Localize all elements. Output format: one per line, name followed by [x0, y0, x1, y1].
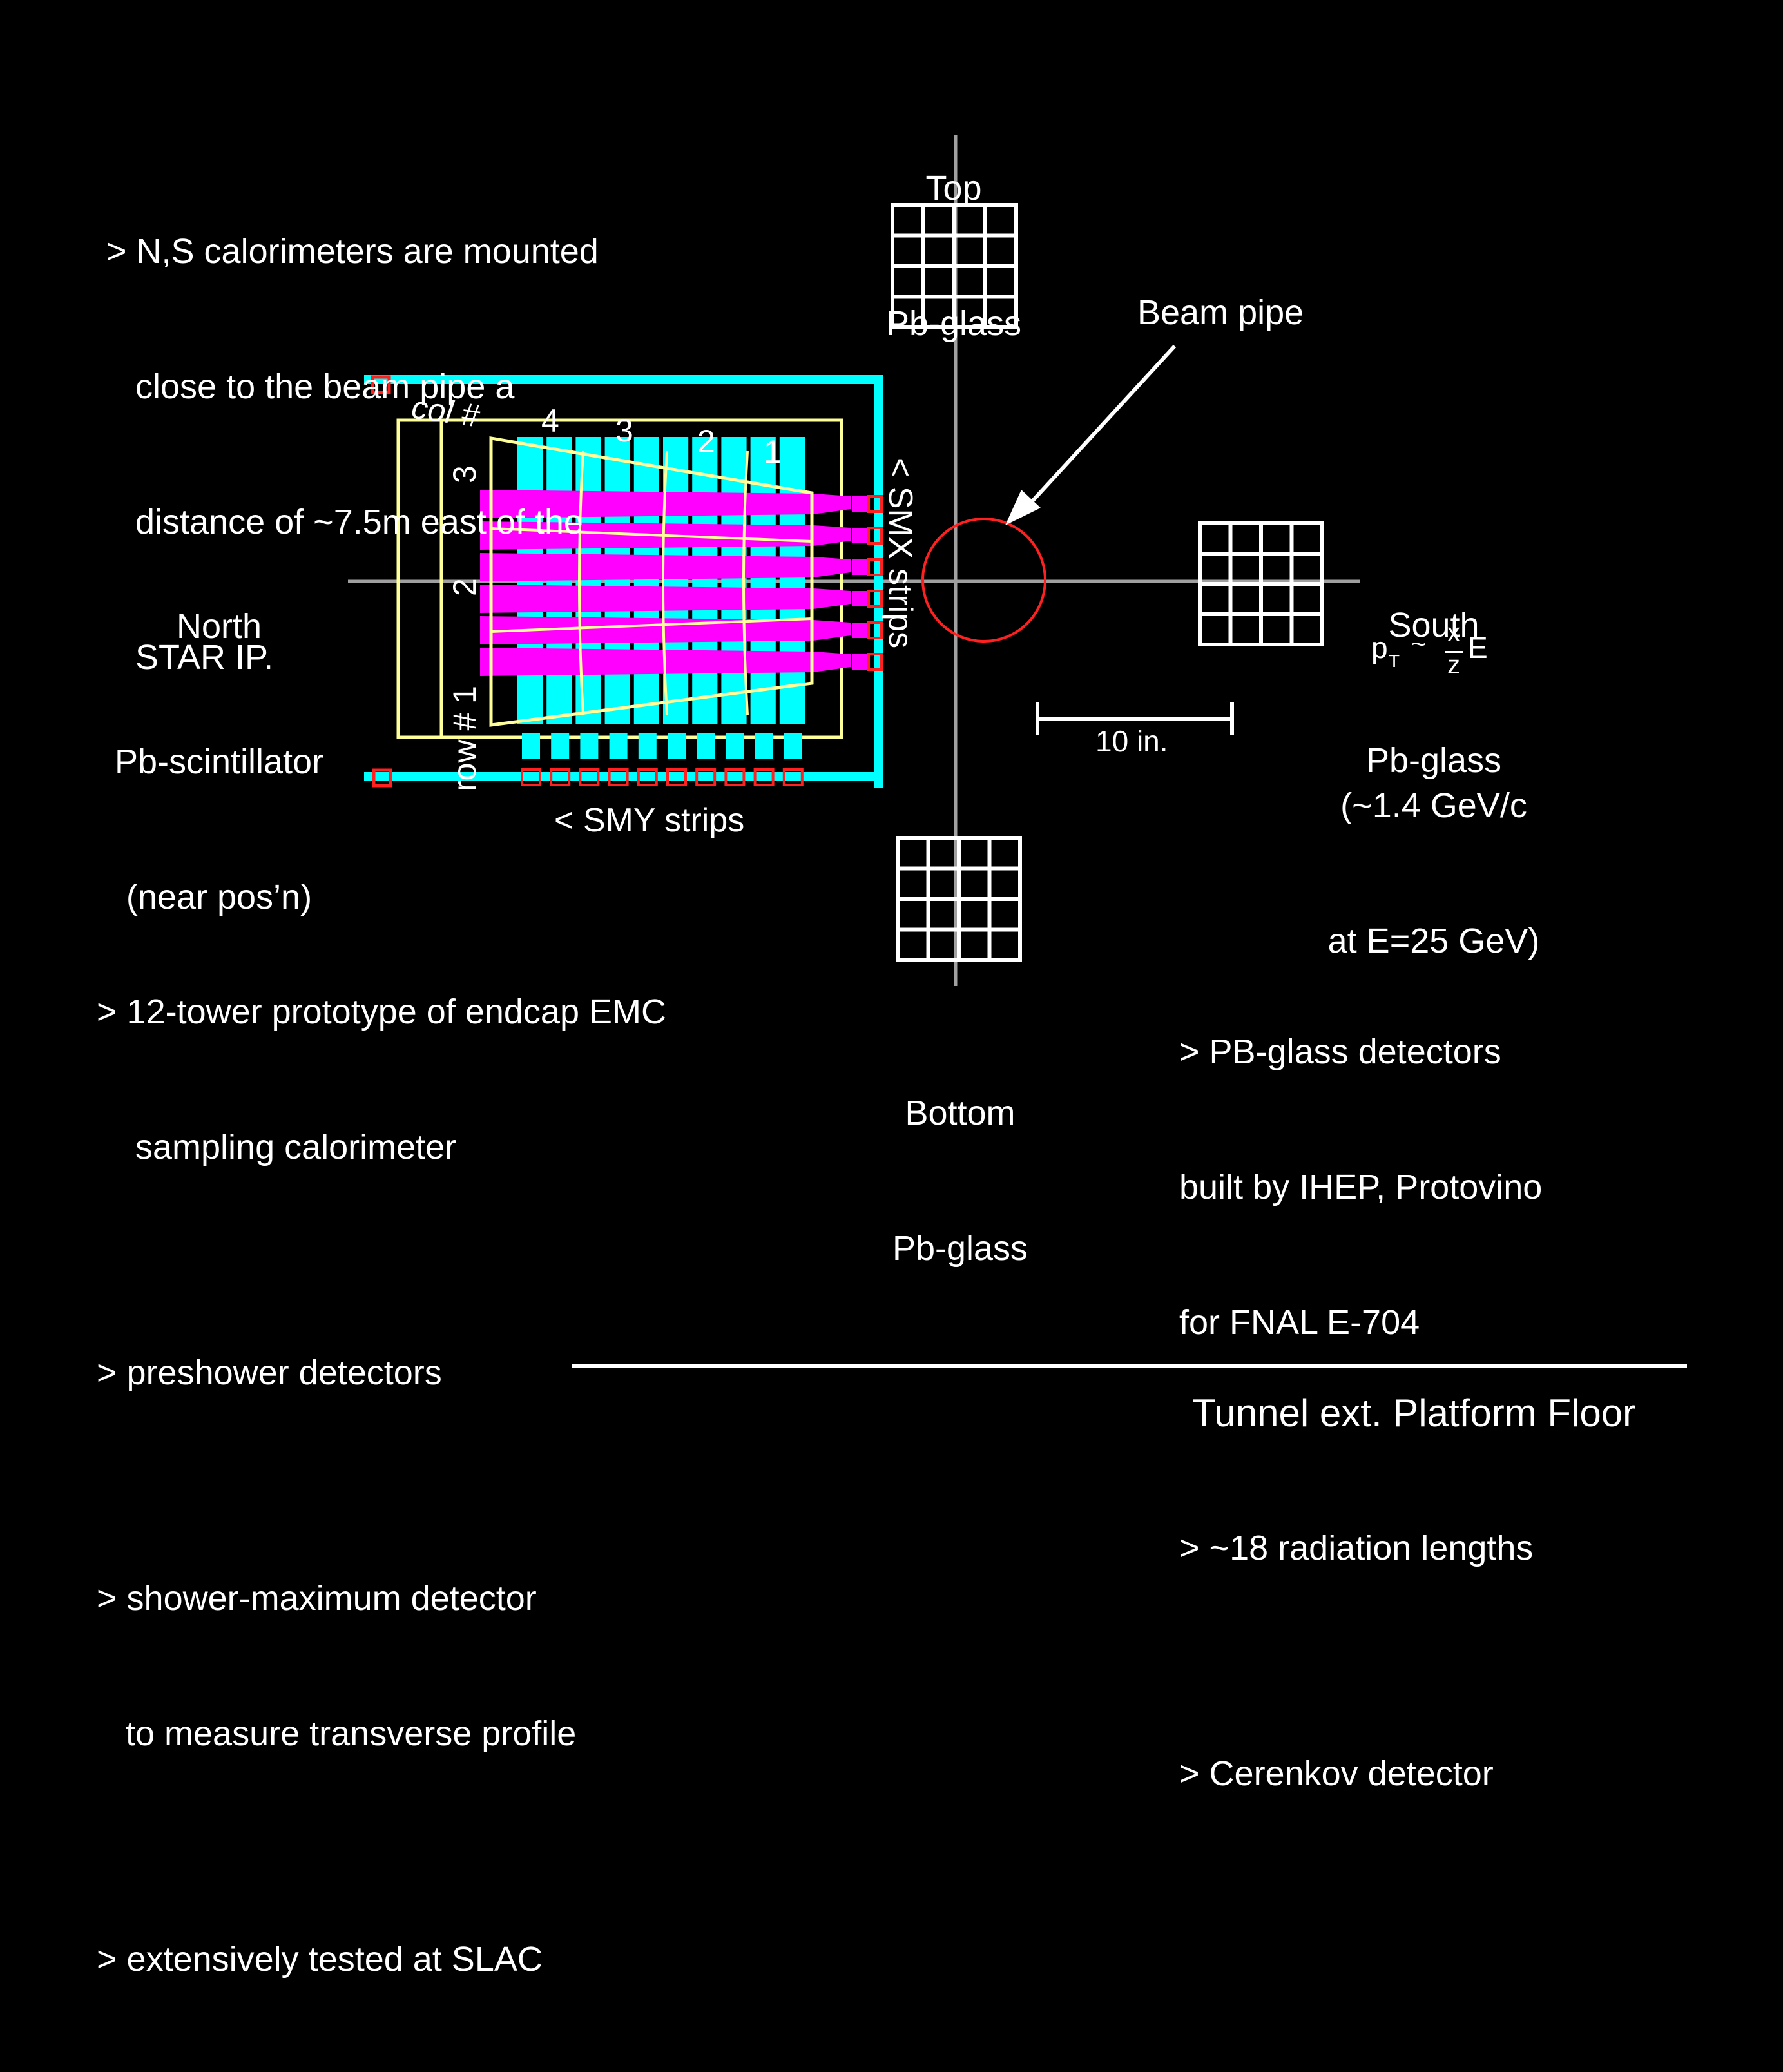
detector-layout-diagram: col # 4 3 2 1 3 2 row # 1 < SMX strips <… — [97, 135, 1687, 1979]
smy-strip — [633, 437, 659, 724]
smx-connector-red — [867, 653, 883, 671]
smx-connector — [852, 528, 869, 543]
smy-connector-red — [637, 768, 658, 786]
bottom-pbglass-grid — [896, 836, 1022, 962]
momentum-energy: E — [1468, 631, 1488, 664]
smy-strips-label: < SMY strips — [554, 802, 744, 839]
label-momentum-value: (~1.4 GeV/c at E=25 GeV) — [1327, 786, 1540, 960]
momentum-subscript: T — [1389, 651, 1400, 671]
smy-connectors — [521, 733, 804, 786]
smx-connector — [852, 496, 869, 512]
smy-connector-red — [782, 768, 804, 786]
corner-block-top — [371, 375, 391, 394]
row-label: row # 1 — [447, 686, 483, 791]
smy-connector-red — [724, 768, 746, 786]
smy-connector-red — [579, 768, 600, 786]
col-number-2: 2 — [697, 423, 715, 460]
smy-connector-red — [753, 768, 775, 786]
south-pbglass-grid — [1198, 521, 1324, 646]
smy-strip — [604, 437, 630, 724]
beam-pipe-arrow-head — [1005, 490, 1041, 525]
outer-frame-top — [364, 375, 883, 384]
smy-connector — [697, 733, 715, 759]
detector-drawing: col # 4 3 2 1 3 2 row # 1 < SMX strips <… — [348, 135, 1360, 986]
smy-connector — [755, 733, 773, 759]
smx-connector-red — [867, 558, 883, 576]
col-number-3: 3 — [615, 412, 633, 449]
smx-connector-red — [867, 495, 883, 513]
smx-connector-red — [867, 527, 883, 545]
label-beam-pipe: Beam pipe — [1137, 293, 1304, 332]
smx-connector-red — [867, 590, 883, 608]
smx-strip — [480, 585, 851, 613]
fraction-denominator: z — [1447, 651, 1460, 679]
tower-boundary — [489, 436, 814, 727]
scale-bar — [1036, 702, 1234, 735]
smx-connector — [852, 623, 869, 638]
smx-connector — [852, 591, 869, 606]
smx-connector — [852, 559, 869, 575]
north-calorimeter — [364, 375, 883, 788]
smx-strips-label: < SMX strips — [882, 458, 919, 648]
smy-strip — [779, 437, 805, 724]
smy-strip — [663, 437, 689, 724]
momentum-p: p — [1371, 631, 1388, 664]
smy-connector — [551, 733, 570, 759]
smx-connector-red — [867, 621, 883, 639]
label-floor: Tunnel ext. Platform Floor — [1192, 1391, 1636, 1435]
beam-pipe-circle — [921, 518, 1046, 643]
outer-frame-right — [874, 375, 883, 788]
smy-strip — [750, 437, 776, 724]
tower-row-line — [490, 527, 813, 543]
col-number-4: 4 — [541, 403, 559, 439]
smy-connector-red — [695, 768, 717, 786]
smy-connector — [580, 733, 599, 759]
label-top-pbglass: Top Pb-glass — [885, 169, 1022, 343]
smy-connector-red — [608, 768, 629, 786]
tower-lines — [490, 450, 813, 716]
label-south-pbglass: South Pb-glass — [1365, 606, 1502, 780]
label-bottom-pbglass: Bottom Pb-glass — [892, 1094, 1028, 1268]
outer-frame-bottom — [364, 772, 883, 781]
row-number-3: 3 — [447, 465, 483, 483]
momentum-tilde: ~ — [1411, 630, 1427, 659]
tower-row-line — [490, 617, 813, 633]
smy-strip — [692, 437, 718, 724]
smy-connector — [668, 733, 686, 759]
tower-column-line — [578, 450, 584, 716]
beam-pipe-arrow-shaft — [1028, 344, 1177, 506]
smx-strip — [480, 553, 851, 581]
fraction-numerator: x — [1447, 619, 1460, 647]
smy-connector — [638, 733, 657, 759]
smy-connector-red — [521, 768, 541, 786]
momentum-formula: p T ~ x z E — [1371, 619, 1507, 682]
tower-column-line — [742, 450, 749, 716]
label-north-calorimeter: North Pb-scintillator (near pos’n) — [114, 607, 324, 916]
smy-connector-red — [550, 768, 571, 786]
note-endcap: > 12-tower prototype of endcap EMC sampl… — [97, 992, 666, 1979]
smy-connector — [784, 733, 802, 759]
label-scale: 10 in. — [1095, 724, 1168, 758]
smx-strip — [480, 616, 851, 644]
smx-connector — [852, 654, 869, 670]
smy-connector — [522, 733, 540, 759]
tower-column-line — [662, 450, 668, 716]
smy-connector-red — [666, 768, 687, 786]
smy-connector — [609, 733, 628, 759]
top-pbglass-grid — [891, 203, 1018, 329]
floor-line — [572, 1364, 1687, 1368]
smy-connector — [726, 733, 744, 759]
col-number-1: 1 — [764, 434, 782, 470]
note-calorimeter-mount: > N,S calorimeters are mounted close to … — [106, 232, 599, 677]
row-number-2: 2 — [447, 578, 483, 596]
fraction-bar — [1445, 651, 1463, 653]
smx-connectors — [852, 495, 883, 671]
corner-block-bottom — [372, 768, 392, 788]
